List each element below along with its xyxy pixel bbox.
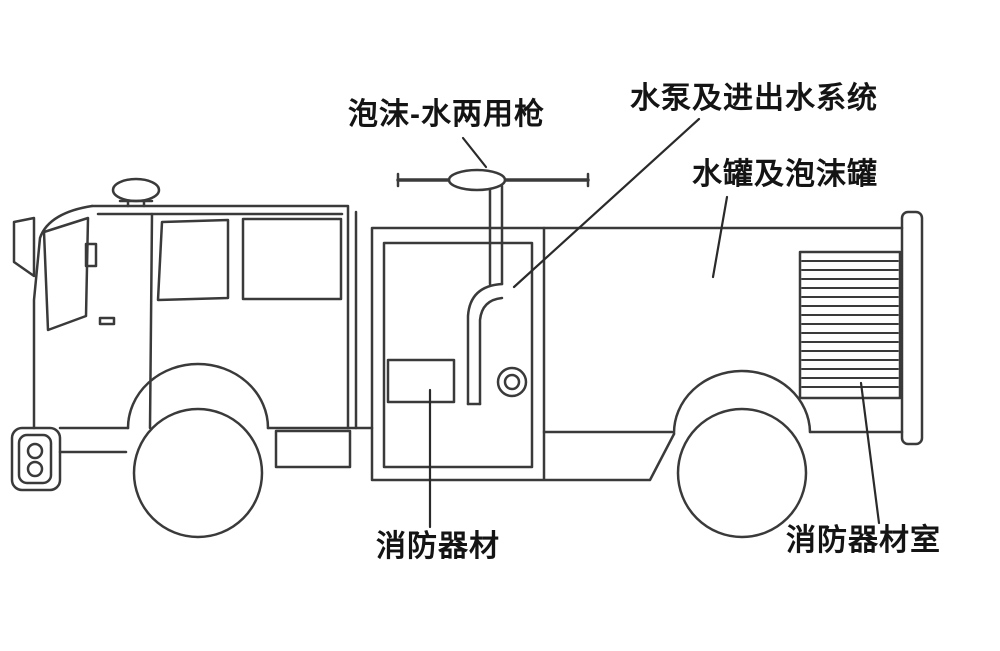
side-step-box (274, 429, 352, 469)
leader-pump-system (512, 117, 701, 289)
rear-end-frame (900, 210, 924, 446)
pump-compartment (370, 184, 546, 482)
leader-foam-water-gun (461, 136, 488, 169)
rear-cab-window (241, 217, 343, 301)
beacon-light (111, 177, 161, 203)
label-fire-equipment-compartment: 消防器材室 (786, 524, 941, 557)
label-fire-equipment: 消防器材 (376, 530, 500, 563)
tank-body (542, 210, 924, 446)
monitor-riser-pipe (488, 184, 504, 286)
cab (12, 177, 358, 430)
leader-equipment-compartment (859, 381, 881, 525)
leader-lines (428, 117, 881, 529)
door-handle (98, 316, 116, 326)
foam-water-monitor (396, 168, 590, 192)
leader-water-tank (711, 195, 729, 279)
monitor-nozzle (447, 168, 507, 192)
label-foam-water-gun: 泡沫-水两用枪 (348, 98, 545, 131)
windshield (42, 216, 90, 332)
chassis (58, 426, 904, 482)
front-wheel-arch (126, 362, 270, 430)
equipment-compartment-shutter (798, 250, 902, 400)
pump-flange (496, 366, 528, 398)
label-pump-system: 水泵及进出水系统 (630, 82, 878, 115)
door-window (156, 218, 230, 302)
pump-duct (466, 282, 504, 406)
mirror (84, 242, 98, 268)
rear-wheel-arch (672, 369, 812, 436)
label-water-tank-foam-tank: 水罐及泡沫罐 (692, 158, 878, 191)
fire-equipment-box (386, 358, 456, 404)
front-panel (12, 216, 36, 278)
rear-wheel (672, 369, 812, 539)
front-wheel (126, 362, 270, 539)
front-bumper (10, 426, 128, 492)
